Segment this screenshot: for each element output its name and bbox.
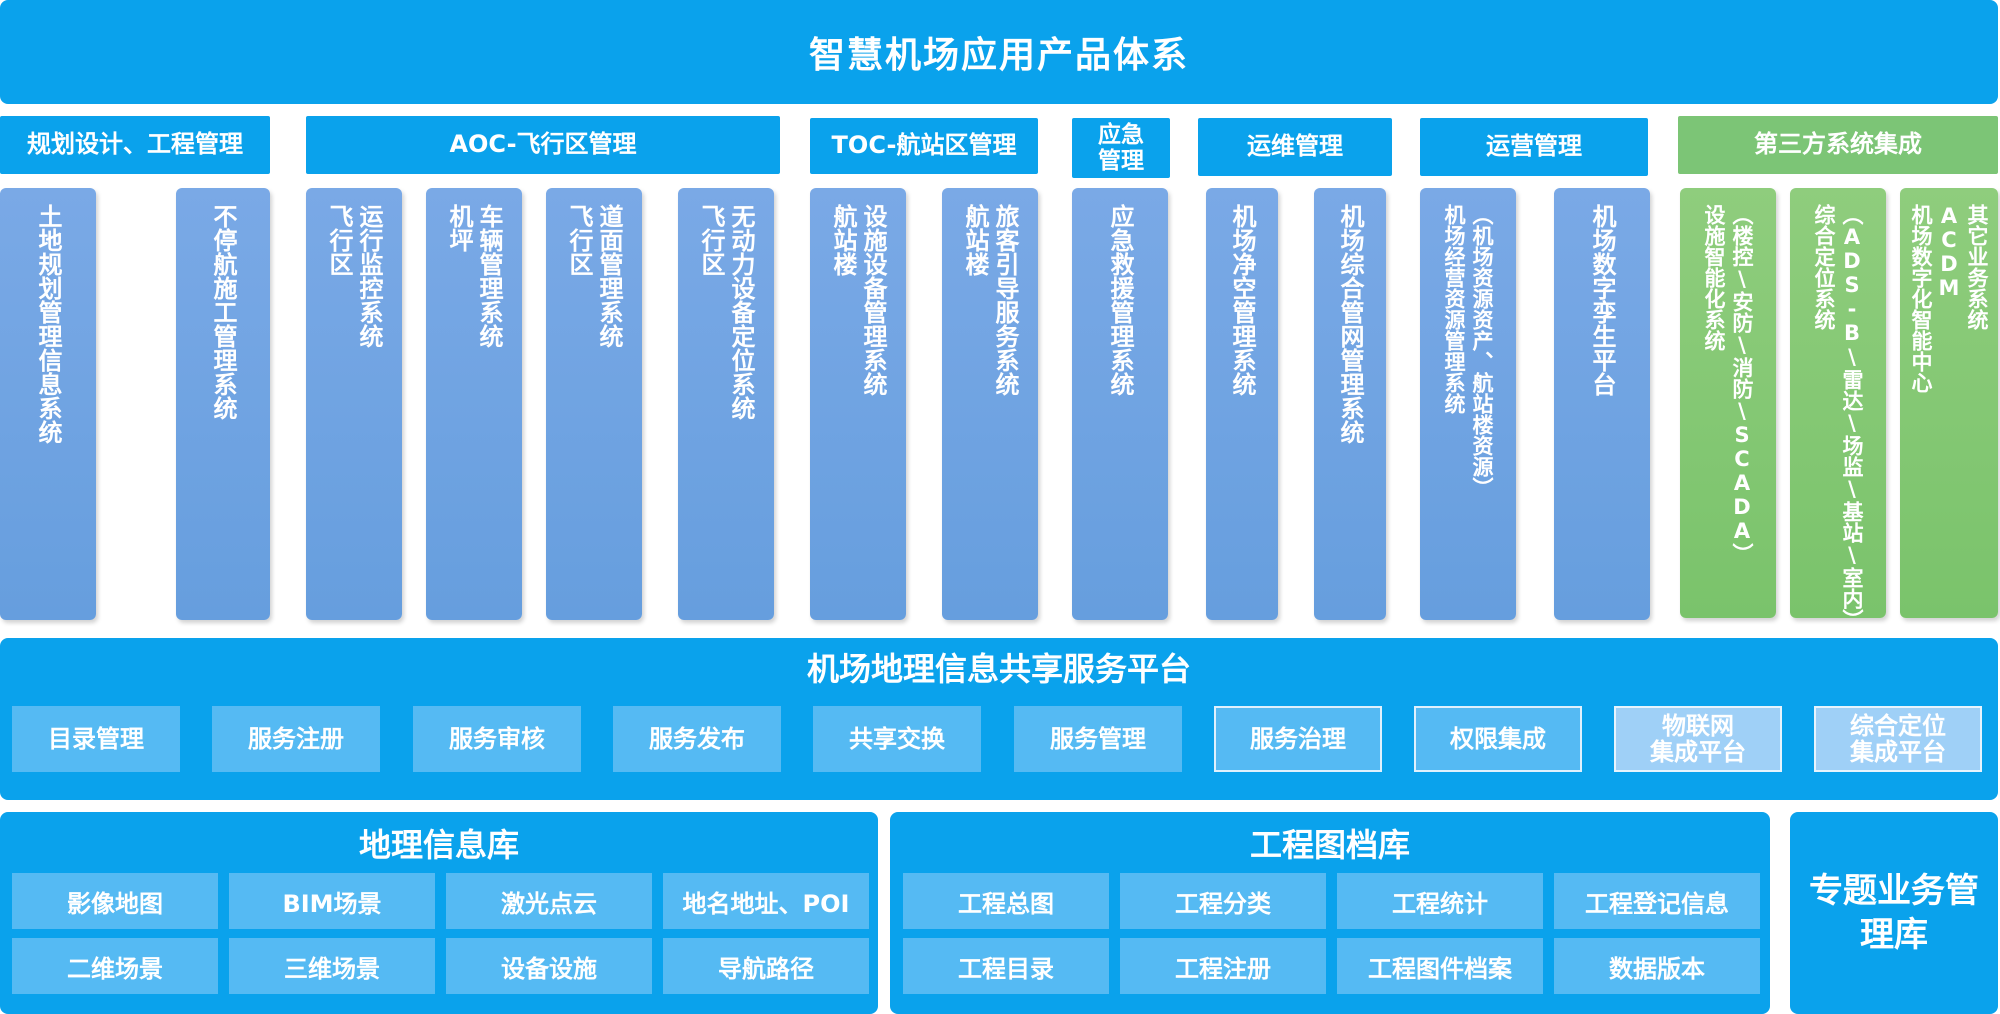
system-column: 土地规划管理信息系统 bbox=[0, 188, 96, 620]
service-registration: 服务注册 bbox=[212, 706, 380, 772]
system-label: 无动力设备定位系统 飞行区 bbox=[697, 204, 755, 420]
engineering-library-item: 工程登记信息 bbox=[1554, 873, 1760, 929]
system-label: 车辆管理系统 机坪 bbox=[445, 204, 503, 348]
geo-library-item: 设备设施 bbox=[446, 938, 652, 994]
system-label: 机场数字孪生平台 bbox=[1588, 204, 1616, 396]
geo-library-item: 影像地图 bbox=[12, 873, 218, 929]
service-platform-title: 机场地理信息共享服务平台 bbox=[806, 650, 1191, 688]
geo-library-item: 二维场景 bbox=[12, 938, 218, 994]
engineering-library-item: 工程统计 bbox=[1337, 873, 1543, 929]
integration-column: （ADS-B\雷达\场监\基站\室内） 综合定位系统 bbox=[1790, 188, 1886, 630]
system-column: 机场数字孪生平台 bbox=[1554, 188, 1650, 620]
system-column: 不停航施工管理系统 bbox=[176, 188, 270, 620]
engineering-library-item: 数据版本 bbox=[1554, 938, 1760, 994]
system-label: （楼控\安防\消防\SCADA） 设施智能化系统 bbox=[1702, 204, 1754, 564]
geo-library-title: 地理信息库 bbox=[358, 826, 519, 864]
service-review: 服务审核 bbox=[413, 706, 581, 772]
system-label: 机场综合管网管理系统 bbox=[1336, 204, 1364, 444]
category-header-third-party: 第三方系统集成 bbox=[1678, 116, 1998, 174]
system-label: 不停航施工管理系统 bbox=[209, 204, 237, 420]
engineering-library-item: 工程分类 bbox=[1120, 873, 1326, 929]
system-column: 机场综合管网管理系统 bbox=[1314, 188, 1386, 620]
integration-column: 其它业务系统 ACDM 机场数字化智能中心 bbox=[1900, 188, 1998, 618]
category-header-aoc: AOC-飞行区管理 bbox=[306, 116, 780, 174]
category-header-toc: TOC-航站区管理 bbox=[810, 118, 1038, 174]
geo-library-item: 地名地址、POI bbox=[663, 873, 869, 929]
service-governance: 服务治理 bbox=[1214, 706, 1382, 772]
system-column: 道面管理系统 飞行区 bbox=[546, 188, 642, 620]
system-label: 应急救援管理系统 bbox=[1106, 204, 1134, 396]
system-column: 机场净空管理系统 bbox=[1206, 188, 1278, 620]
system-column: （机场资源资产、航站楼资源） 机场经营资源管理系统 bbox=[1420, 188, 1516, 620]
system-label: 旅客引导服务系统 航站楼 bbox=[961, 204, 1019, 396]
system-label: （ADS-B\雷达\场监\基站\室内） 综合定位系统 bbox=[1812, 204, 1864, 630]
permission-integration: 权限集成 bbox=[1414, 706, 1582, 772]
geo-library-item: 导航路径 bbox=[663, 938, 869, 994]
category-header-planning: 规划设计、工程管理 bbox=[0, 116, 270, 174]
engineering-library-item: 工程目录 bbox=[903, 938, 1109, 994]
system-label: 设施设备管理系统 航站楼 bbox=[829, 204, 887, 396]
service-publishing: 服务发布 bbox=[613, 706, 781, 772]
system-label: （机场资源资产、航站楼资源） 机场经营资源管理系统 bbox=[1442, 204, 1494, 498]
category-header-maintenance: 运维管理 bbox=[1198, 118, 1392, 176]
engineering-library-item: 工程总图 bbox=[903, 873, 1109, 929]
page-title: 智慧机场应用产品体系 bbox=[0, 0, 1998, 104]
system-label: 其它业务系统 ACDM 机场数字化智能中心 bbox=[1909, 204, 1989, 393]
iot-integration-platform: 物联网 集成平台 bbox=[1614, 706, 1782, 772]
system-column: 应急救援管理系统 bbox=[1072, 188, 1168, 620]
service-management: 服务管理 bbox=[1014, 706, 1182, 772]
geo-library-item: 三维场景 bbox=[229, 938, 435, 994]
special-topic-library: 专题业务管 理库 bbox=[1790, 812, 1998, 1014]
system-label: 土地规划管理信息系统 bbox=[34, 204, 62, 444]
system-label: 机场净空管理系统 bbox=[1228, 204, 1256, 396]
positioning-integration-platform: 综合定位 集成平台 bbox=[1814, 706, 1982, 772]
category-header-operations: 运营管理 bbox=[1420, 118, 1648, 176]
service-sharing-exchange: 共享交换 bbox=[813, 706, 981, 772]
system-label: 道面管理系统 飞行区 bbox=[565, 204, 623, 348]
system-label: 运行监控系统 飞行区 bbox=[325, 204, 383, 348]
system-column: 车辆管理系统 机坪 bbox=[426, 188, 522, 620]
system-column: 无动力设备定位系统 飞行区 bbox=[678, 188, 774, 620]
engineering-library-item: 工程图件档案 bbox=[1337, 938, 1543, 994]
integration-column: （楼控\安防\消防\SCADA） 设施智能化系统 bbox=[1680, 188, 1776, 618]
engineering-library-title: 工程图档库 bbox=[1249, 826, 1410, 864]
engineering-library-item: 工程注册 bbox=[1120, 938, 1326, 994]
category-header-emergency: 应急 管理 bbox=[1072, 118, 1170, 178]
system-column: 运行监控系统 飞行区 bbox=[306, 188, 402, 620]
service-catalog-management: 目录管理 bbox=[12, 706, 180, 772]
system-column: 设施设备管理系统 航站楼 bbox=[810, 188, 906, 620]
geo-library-item: 激光点云 bbox=[446, 873, 652, 929]
geo-library-item: BIM场景 bbox=[229, 873, 435, 929]
system-column: 旅客引导服务系统 航站楼 bbox=[942, 188, 1038, 620]
